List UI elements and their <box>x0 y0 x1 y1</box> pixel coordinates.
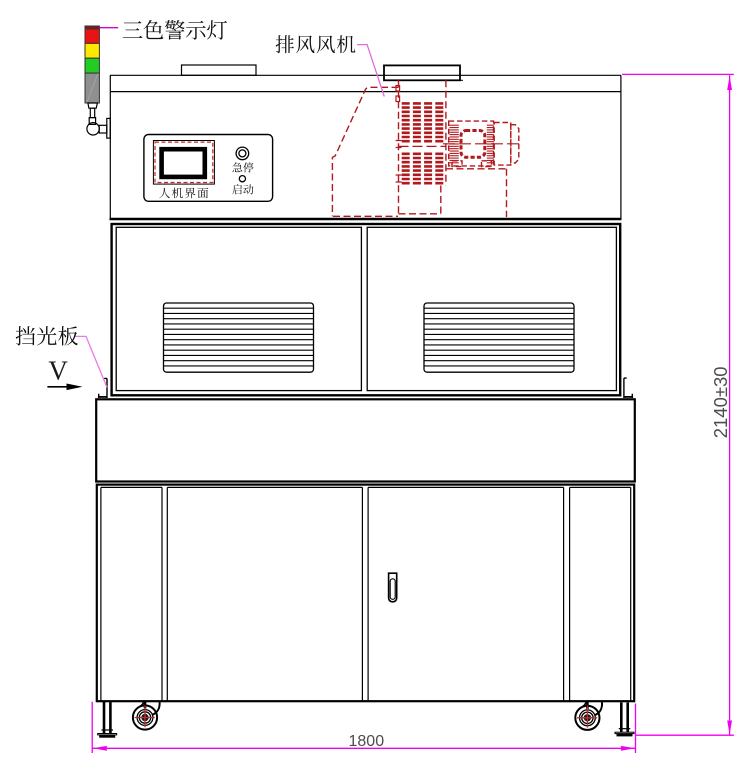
svg-text:2140±30: 2140±30 <box>710 366 731 438</box>
svg-text:V: V <box>48 356 68 386</box>
svg-text:1800: 1800 <box>349 733 385 750</box>
